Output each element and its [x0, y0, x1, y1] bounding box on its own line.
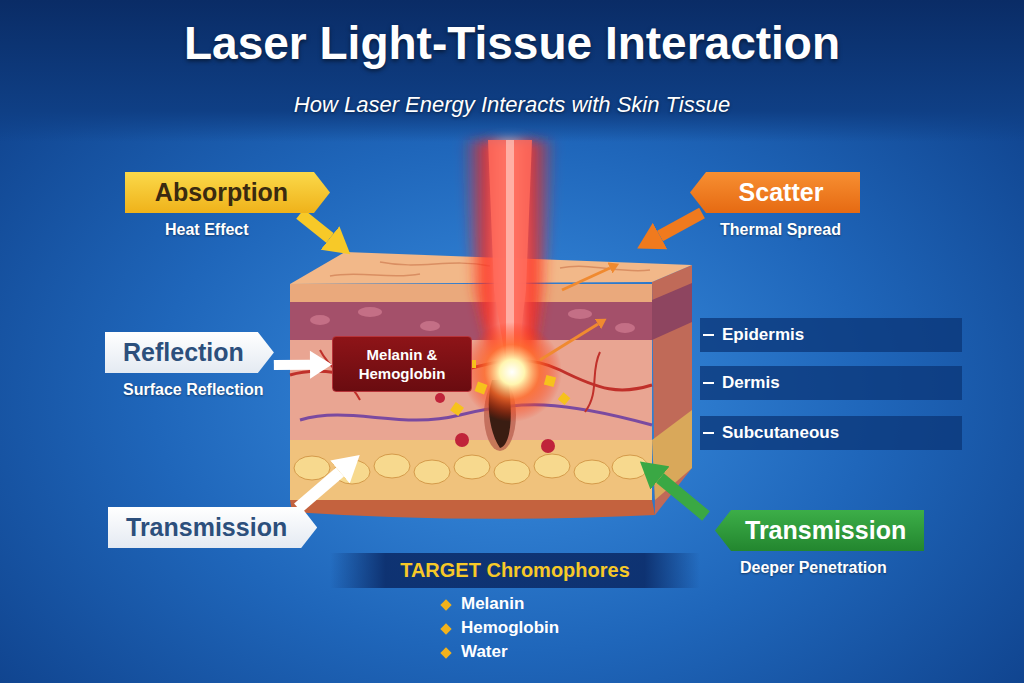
skin-block — [330, 274, 420, 276]
callout-banner: ScatterThermal Spread — [690, 172, 860, 239]
skin-block — [435, 393, 445, 403]
list-text: Hemoglobin — [461, 618, 559, 637]
banner-title: Reflection — [105, 332, 274, 373]
layer-label: Dermis — [722, 373, 780, 393]
skin-block — [414, 460, 450, 484]
banner-title: Absorption — [125, 172, 330, 213]
callout-arrows — [660, 478, 706, 516]
callout-subtitle: Heat Effect — [165, 221, 330, 239]
skin-block — [300, 405, 652, 425]
laser-beam — [544, 375, 556, 387]
skin-block — [652, 283, 692, 340]
skin-block — [455, 433, 469, 447]
skin-block — [290, 500, 655, 519]
callout-banner: TransmissionDeeper Penetration — [715, 510, 924, 577]
layer-bands — [703, 432, 714, 434]
skin-block — [652, 265, 692, 515]
connector-arrow — [274, 351, 332, 379]
callout-subtitle: Thermal Spread — [720, 221, 860, 239]
diagram-title: Laser Light-Tissue Interaction — [0, 16, 1024, 70]
bullet-diamond — [440, 623, 451, 634]
skin-block — [420, 321, 440, 331]
skin-block — [374, 454, 410, 478]
bullet-diamond — [440, 647, 451, 658]
layer-bands — [700, 366, 962, 400]
callout-banner: AbsorptionHeat Effect — [125, 172, 330, 239]
laser-beam — [558, 392, 571, 405]
skin-block — [534, 454, 570, 478]
list-item: Water — [330, 640, 700, 664]
callout-arrows — [298, 472, 340, 508]
skin-block — [454, 455, 490, 479]
scatter-rays — [540, 324, 598, 360]
target-box: Melanin & Hemoglobin — [332, 336, 472, 392]
layer-bands — [700, 416, 962, 450]
layer-label: Epidermis — [722, 325, 804, 345]
skin-block — [568, 309, 592, 319]
list-text: Water — [461, 642, 508, 661]
chromophore-panel: TARGET ChromophoresMelaninHemoglobinWate… — [330, 553, 700, 664]
skin-block — [290, 302, 652, 340]
laser-beam — [475, 382, 488, 395]
layer-bands — [700, 318, 962, 352]
callout-arrows — [300, 214, 330, 238]
laser-beam — [450, 402, 464, 416]
callout-arrows — [660, 213, 702, 236]
laser-beam — [462, 322, 562, 422]
skin-block — [294, 456, 330, 480]
connector-line — [274, 360, 310, 370]
bullet-diamond — [440, 599, 451, 610]
list-item: Melanin — [330, 592, 700, 616]
layer-bands — [703, 334, 714, 336]
scatter-rays — [540, 268, 610, 360]
layer-label: Subcutaneous — [722, 423, 839, 443]
skin-block — [494, 460, 530, 484]
skin-block — [358, 307, 382, 317]
scatter-rays — [562, 268, 610, 290]
layer-bands — [700, 318, 962, 450]
list-text: Melanin — [461, 594, 524, 613]
list-item: Hemoglobin — [330, 616, 700, 640]
callout-banner: Transmission — [108, 507, 317, 548]
callout-subtitle: Surface Reflection — [123, 381, 274, 399]
arrow-head — [310, 351, 332, 379]
skin-block — [612, 455, 648, 479]
skin-block — [290, 440, 652, 500]
skin-block — [541, 439, 555, 453]
skin-block — [290, 284, 652, 302]
subtitle: How Laser Energy Interacts with Skin Tis… — [0, 92, 1024, 118]
skin-block — [585, 352, 600, 412]
banner-title: Transmission — [108, 507, 317, 548]
skin-block — [615, 323, 635, 333]
panel-heading: TARGET Chromophores — [330, 553, 700, 588]
callout-subtitle: Deeper Penetration — [740, 559, 924, 577]
banner-title: Transmission — [715, 510, 924, 551]
skin-block — [574, 460, 610, 484]
banner-title: Scatter — [690, 172, 860, 213]
callout-banner: ReflectionSurface Reflection — [105, 332, 274, 399]
callout-arrows — [298, 213, 706, 516]
layer-bands — [703, 382, 714, 384]
skin-block — [310, 315, 330, 325]
box-text: Melanin & Hemoglobin — [341, 345, 463, 383]
